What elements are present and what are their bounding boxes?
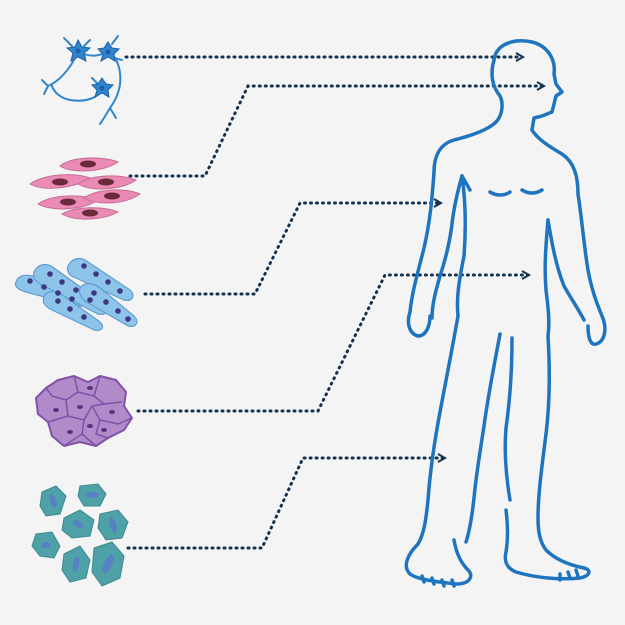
neuron-cluster-icon bbox=[41, 35, 123, 125]
right-leg-outline bbox=[503, 334, 591, 581]
left-leg-outline bbox=[404, 314, 473, 586]
torso-right-outline bbox=[543, 218, 551, 338]
connector-smooth-muscle-to-head bbox=[128, 86, 543, 178]
right-shoulder-outline bbox=[530, 128, 580, 196]
right-arm-outline bbox=[576, 192, 607, 346]
connector-lines bbox=[124, 57, 543, 550]
connector-bone-to-leg bbox=[126, 458, 444, 550]
left-arm-outline bbox=[406, 170, 436, 338]
connector-skeletal-muscle-to-arm bbox=[143, 203, 440, 296]
bone-cells-icon bbox=[31, 483, 129, 587]
human-body-outline bbox=[404, 39, 607, 588]
smooth-muscle-cells-icon bbox=[29, 157, 142, 220]
left-shoulder-outline bbox=[432, 120, 498, 174]
skeletal-muscle-fibers-icon bbox=[14, 257, 138, 332]
torso-left-outline bbox=[455, 174, 468, 318]
connector-epithelial-to-abdomen bbox=[136, 275, 528, 413]
epithelial-cells-icon bbox=[35, 375, 133, 447]
head-outline bbox=[492, 39, 564, 132]
